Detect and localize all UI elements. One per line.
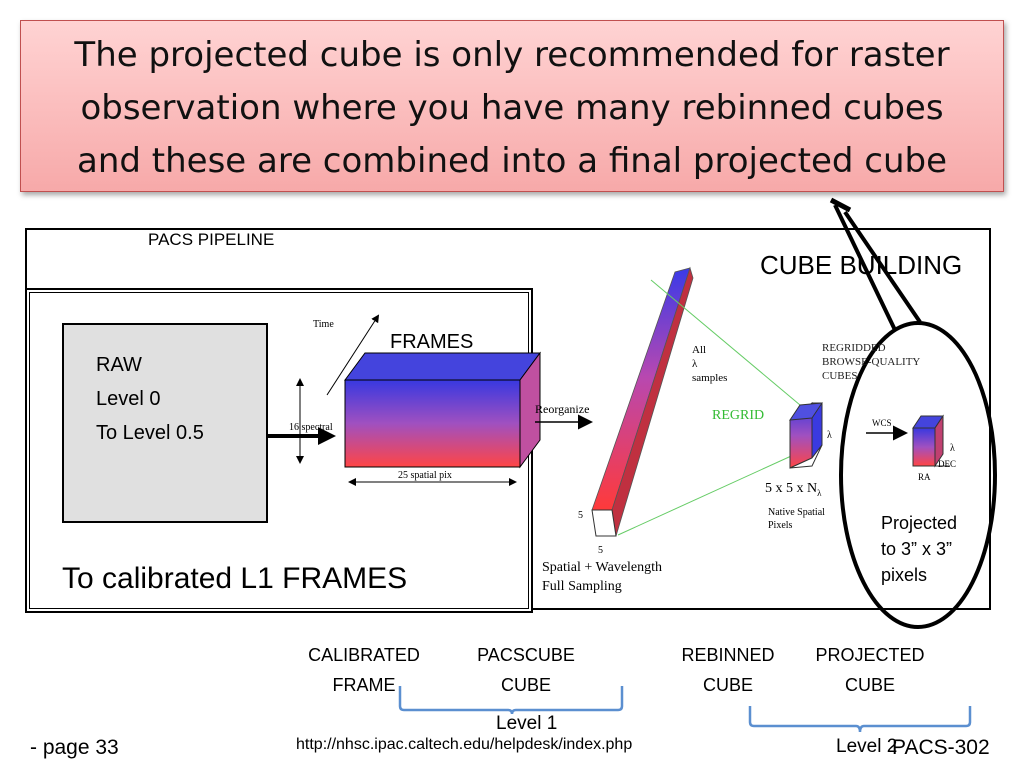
stage-rebinned-line-1: REBINNED	[681, 645, 775, 665]
frames-label: FRAMES	[390, 331, 474, 353]
projected-note-line-3: pixels	[881, 565, 928, 585]
native-label: Native Spatial Pixels	[768, 506, 825, 532]
dims-label: 5 x 5 x Nλ	[765, 481, 822, 498]
projected-cube	[912, 414, 944, 468]
regridded-line-2: BROWSE-QUALITY	[822, 356, 921, 368]
raw-line-1: RAW	[96, 354, 142, 376]
five-label-b: 5	[598, 545, 603, 556]
cube-lambda-label: λ	[827, 430, 832, 441]
projected-highlight-ellipse	[839, 321, 997, 629]
callout-pointer	[829, 197, 997, 629]
doc-id: PACS-302	[892, 736, 990, 759]
projected-note: Projected to 3” x 3” pixels	[881, 510, 957, 588]
raw-line-2: Level 0	[96, 388, 161, 410]
callout-line-2: observation where you have many rebinned…	[80, 88, 944, 128]
stage-rebinned-cube: REBINNED CUBE	[658, 640, 798, 700]
lambda-label: λ	[692, 358, 698, 370]
native-line-2: Pixels	[768, 520, 793, 531]
footer-url[interactable]: http://nhsc.ipac.caltech.edu/helpdesk/in…	[296, 736, 633, 753]
full-sampling-line: Full Sampling	[542, 579, 622, 594]
stage-projected-cube: PROJECTED CUBE	[800, 640, 940, 700]
regrid-label: REGRID	[712, 408, 765, 423]
reorganize-label: Reorganize	[535, 402, 590, 416]
five-label-a: 5	[578, 510, 583, 521]
raw-line-3: To Level 0.5	[96, 422, 204, 444]
callout-line-3: and these are combined into a final proj…	[77, 141, 947, 181]
wcs-label: WCS	[872, 418, 892, 428]
stage-calibrated-line-1: CALIBRATED	[308, 645, 420, 665]
regridded-label: REGRIDDED BROWSE-QUALITY CUBES	[822, 341, 920, 383]
dec-label: DEC	[938, 459, 956, 469]
regridded-line-3: CUBES	[822, 370, 858, 382]
stage-projected-line-2: CUBE	[844, 675, 895, 695]
to-calibrated-label: To calibrated L1 FRAMES	[62, 562, 408, 595]
stage-calibrated-frame: CALIBRATED FRAME	[294, 640, 434, 700]
stage-calibrated-line-2: FRAME	[332, 675, 396, 695]
samples-label: samples	[692, 372, 728, 384]
level1-bracket	[398, 686, 624, 715]
stage-projected-line-1: PROJECTED	[815, 645, 925, 665]
page-number: - page 33	[30, 736, 119, 759]
stage-pacscube: PACSCUBE CUBE	[456, 640, 596, 700]
level2-bracket	[748, 706, 972, 733]
regridded-line-1: REGRIDDED	[822, 342, 886, 354]
frames-cube	[344, 351, 541, 469]
spatial-wavelength-line: Spatial + Wavelength	[542, 560, 663, 575]
pipeline-label: PACS PIPELINE	[148, 230, 275, 249]
spectral-label: 16 spectral	[289, 422, 333, 433]
projected-note-line-1: Projected	[881, 513, 958, 533]
ra-label: RA	[918, 472, 931, 482]
all-samples-label: All λ samples	[692, 343, 727, 385]
all-label: All	[692, 344, 707, 356]
spatial-wavelength-label: Spatial + Wavelength Full Sampling	[542, 558, 662, 596]
level1-label: Level 1	[496, 713, 558, 734]
dims-sub: λ	[817, 487, 822, 498]
callout-line-1: The projected cube is only recommended f…	[74, 35, 950, 75]
projected-note-line-2: to 3” x 3”	[881, 539, 953, 559]
native-line-1: Native Spatial	[768, 507, 825, 518]
stage-pacscube-line-2: CUBE	[500, 675, 551, 695]
all-samples-bar	[591, 266, 694, 537]
spatial-label: 25 spatial pix	[398, 470, 452, 481]
regrid-line-bottom	[617, 451, 801, 536]
time-arrow	[326, 314, 380, 396]
stage-rebinned-line-2: CUBE	[702, 675, 753, 695]
stage-pacscube-line-1: PACSCUBE	[477, 645, 575, 665]
dims-text: 5 x 5 x N	[765, 481, 818, 496]
level2-label: Level 2	[836, 736, 898, 757]
rebinned-cube	[789, 401, 823, 469]
callout-box: The projected cube is only recommended f…	[20, 20, 1004, 192]
proj-lambda-label: λ	[950, 443, 955, 454]
time-label: Time	[313, 319, 334, 330]
regrid-line-top	[650, 279, 801, 406]
raw-text: RAW Level 0 To Level 0.5	[96, 348, 204, 450]
raw-box	[62, 323, 268, 523]
